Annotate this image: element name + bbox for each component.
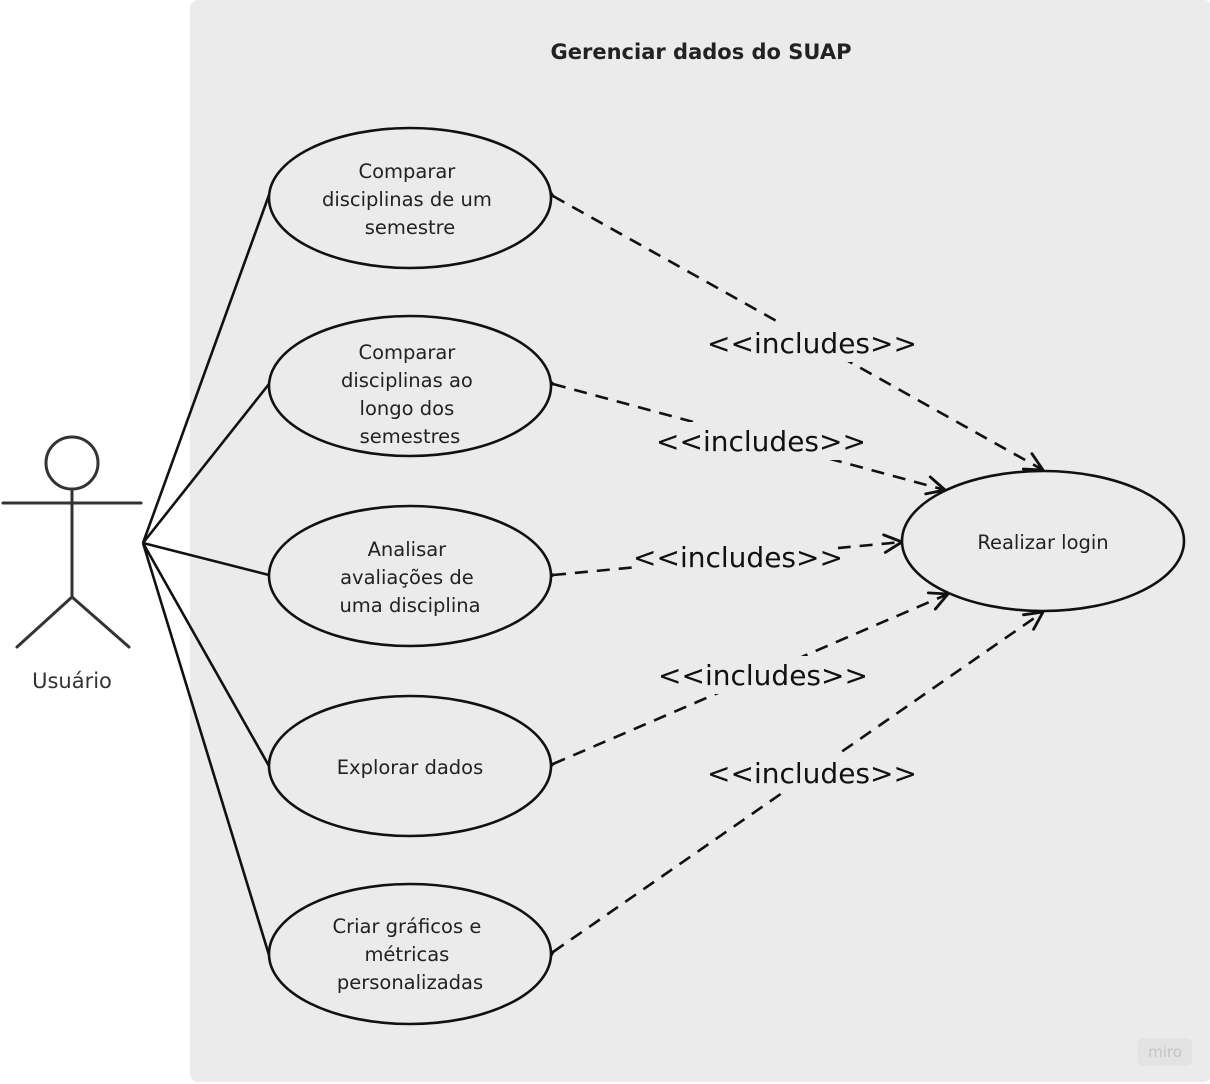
svg-text:Analisar avaliações de: Analisar avaliações de uma disciplina	[339, 538, 480, 617]
include-label-uc4: <<includes>>	[658, 659, 868, 692]
uc3-line-2: avaliações de	[340, 566, 474, 589]
include-labels: <<includes>> <<includes>> <<includes>> <…	[633, 324, 917, 792]
associations	[141, 194, 271, 956]
use-case-criar-graficos[interactable]: Criar gráficos e métricas personalizadas	[267, 882, 553, 1026]
uc3-line-3: uma disciplina	[339, 594, 480, 617]
include-arrow-uc3	[533, 533, 904, 587]
association-uc3	[142, 541, 270, 577]
watermark-badge	[1138, 1038, 1192, 1066]
uc2-line-1: Comparar	[358, 341, 456, 364]
association-uc5	[141, 542, 271, 956]
svg-text:Comparar disciplinas de: Comparar disciplinas de um semestre	[322, 160, 498, 239]
include-label-uc3: <<includes>>	[633, 541, 843, 574]
use-case-realizar-login[interactable]: Realizar login	[900, 469, 1186, 613]
uc3-line-1: Analisar	[368, 538, 448, 561]
uc5-line-1: Criar gráficos e	[332, 915, 481, 938]
svg-text:Comparar disciplinas ao: Comparar disciplinas ao longo dos semest…	[341, 341, 479, 448]
association-uc1	[141, 194, 271, 544]
svg-text:Explorar dados: Explorar dados	[337, 756, 484, 779]
include-label-uc2: <<includes>>	[656, 425, 866, 458]
uc1-line-3: semestre	[365, 216, 456, 239]
uc2-line-4: semestres	[360, 425, 461, 448]
include-arrow-uc1	[531, 178, 1045, 472]
uc4-line-1: Explorar dados	[337, 756, 484, 779]
svg-text:Criar gráficos e métrica: Criar gráficos e métricas personalizadas	[332, 915, 487, 994]
association-uc4	[141, 542, 271, 767]
actor-head	[44, 435, 100, 491]
watermark: miro	[1148, 1043, 1182, 1061]
uc2-line-2: disciplinas ao	[341, 369, 473, 392]
use-case-analisar-avaliacoes[interactable]: Analisar avaliações de uma disciplina	[267, 504, 553, 648]
login-label: Realizar login	[977, 531, 1108, 554]
uc5-line-2: métricas	[364, 943, 449, 966]
actor-right-leg	[70, 595, 131, 649]
include-label-uc5: <<includes>>	[707, 757, 917, 790]
include-label-uc1: <<includes>>	[707, 327, 917, 360]
use-case-comparar-longo[interactable]: Comparar disciplinas ao longo dos semest…	[267, 314, 553, 458]
uc1-line-2: disciplinas de um	[322, 188, 492, 211]
actor-figure	[1, 435, 143, 649]
uc5-line-3: personalizadas	[337, 971, 483, 994]
actor-left-leg	[15, 595, 74, 649]
system-title: Gerenciar dados do SUAP	[551, 40, 852, 64]
uc2-line-3: longo dos	[360, 397, 455, 420]
actor-name: Usuário	[32, 669, 112, 693]
association-uc2	[141, 383, 271, 544]
use-case-comparar-semestre[interactable]: Comparar disciplinas de um semestre	[267, 126, 553, 270]
uc1-line-1: Comparar	[358, 160, 456, 183]
use-case-explorar-dados[interactable]: Explorar dados	[267, 694, 553, 838]
